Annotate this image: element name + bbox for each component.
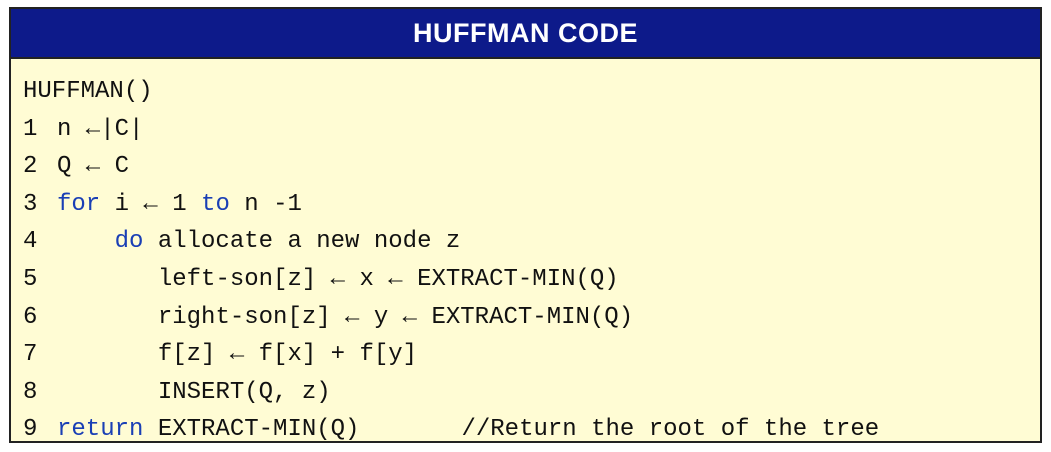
box-title: HUFFMAN CODE: [11, 9, 1040, 59]
code-line-3: 3 for i ← 1 to n -1: [23, 186, 1040, 224]
line-number: 1: [23, 115, 38, 143]
code-text: INSERT(Q, z): [157, 378, 331, 406]
code-comment: //Return the root of the tree: [461, 416, 880, 443]
line-number: 6: [23, 303, 38, 331]
code-line-8: 8 INSERT(Q, z): [23, 374, 1040, 412]
code-line-1: 1 n ←|C|: [23, 111, 1040, 149]
code-line-7: 7 f[z] ← f[x] + f[y]: [23, 336, 1040, 374]
code-text: EXTRACT-MIN(Q): [143, 416, 360, 443]
keyword-return: return: [57, 416, 144, 443]
indent: [57, 336, 158, 374]
indent: [57, 261, 158, 299]
keyword-for: for: [57, 190, 101, 218]
code-text: left-son[z] ← x ← EXTRACT-MIN(Q): [157, 265, 619, 293]
pseudocode: HUFFMAN() 1 n ←|C| 2 Q ← C 3 for i ← 1 to n…: [11, 59, 1040, 443]
line-number: 5: [23, 265, 38, 293]
code-text: Q ← C: [57, 153, 130, 181]
code-text: right-son[z] ← y ← EXTRACT-MIN(Q): [157, 303, 634, 331]
code-line-4: 4 do allocate a new node z: [23, 223, 1040, 261]
code-line-2: 2 Q ← C: [23, 148, 1040, 186]
code-text: n ←|C|: [57, 115, 144, 143]
indent: [57, 374, 158, 412]
code-text: allocate a new node z: [143, 228, 461, 256]
code-line-6: 6 right-son[z] ← y ← EXTRACT-MIN(Q): [23, 299, 1040, 337]
indent: [57, 299, 158, 337]
code-text: f[z] ← f[x] + f[y]: [157, 341, 418, 369]
line-number: 9: [23, 416, 38, 443]
keyword-do: do: [114, 228, 144, 256]
line-number: 2: [23, 153, 38, 181]
keyword-to: to: [201, 190, 230, 218]
indent: [57, 223, 115, 261]
code-text-2: n -1: [229, 190, 302, 218]
code-line-9: 9 return EXTRACT-MIN(Q) //Return the root …: [23, 411, 1040, 443]
line-number: 8: [23, 378, 38, 406]
code-line-5: 5 left-son[z] ← x ← EXTRACT-MIN(Q): [23, 261, 1040, 299]
code-text: i ← 1: [100, 190, 202, 218]
line-number: 7: [23, 341, 38, 369]
line-number: 4: [23, 228, 38, 256]
line-number: 3: [23, 190, 38, 218]
code-signature: HUFFMAN(): [23, 78, 153, 105]
